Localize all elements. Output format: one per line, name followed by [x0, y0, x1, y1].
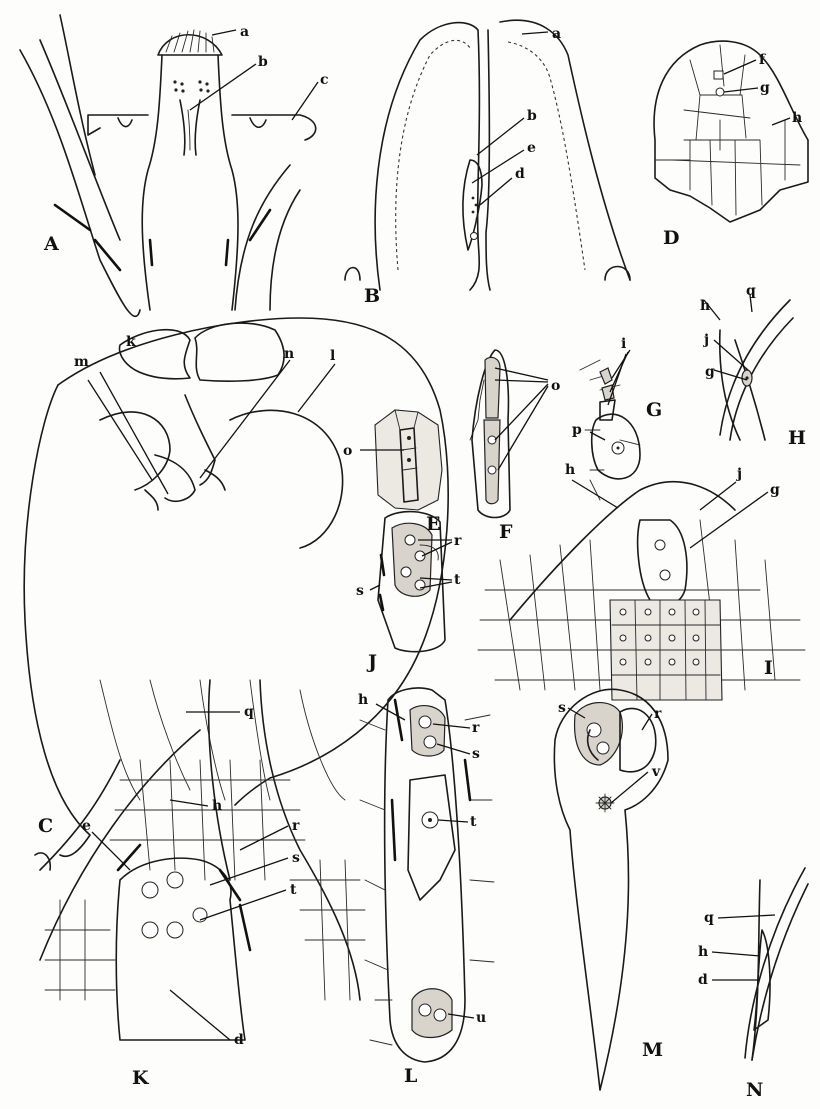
figure-L-label-s: s: [472, 746, 480, 762]
figure-M-letter: M: [642, 1039, 663, 1061]
figure-N-letter: N: [746, 1079, 763, 1101]
figure-J-label-r: r: [454, 533, 462, 549]
figure-L-label-h: h: [358, 692, 368, 708]
figure-A-drawing: [20, 15, 318, 316]
figure-L-label-r: r: [472, 720, 480, 736]
figure-L-drawing: [360, 688, 494, 1062]
figure-E-drawing: [360, 410, 442, 510]
figure-K-label-e: e: [82, 818, 91, 834]
figure-E-label-o: o: [343, 443, 352, 459]
figure-H-letter: H: [788, 427, 806, 449]
figure-B: a b e d B: [345, 20, 630, 307]
figure-K-label-t: t: [290, 882, 297, 898]
figure-L-label-u: u: [476, 1010, 486, 1026]
figure-A-label-b: b: [258, 54, 268, 70]
figure-G-label-i: i: [621, 336, 626, 352]
figure-C-label-m: m: [74, 354, 89, 370]
figure-D-drawing: [654, 41, 808, 222]
figure-J-letter: J: [366, 651, 377, 673]
figure-N-label-q: q: [704, 910, 714, 926]
figure-B-label-b: b: [527, 108, 537, 124]
figure-K-label-r: r: [292, 818, 300, 834]
figure-N-drawing: [712, 868, 808, 1060]
figure-G-letter: G: [646, 399, 662, 421]
figure-N: q h d N: [698, 868, 808, 1101]
figure-A-label-a: a: [240, 24, 249, 40]
figure-H-label-q: q: [746, 283, 756, 299]
figure-B-label-e: e: [527, 140, 536, 156]
figure-M-label-r: r: [654, 706, 662, 722]
figure-K-label-s: s: [292, 850, 300, 866]
figure-C-label-n: n: [284, 346, 294, 362]
figure-A-letter: A: [43, 233, 59, 255]
figure-D-letter: D: [663, 227, 679, 249]
figure-N-label-d: d: [698, 972, 708, 988]
figure-F-drawing: [470, 350, 548, 518]
figure-M-label-s: s: [558, 700, 566, 716]
figure-K-letter: K: [132, 1067, 150, 1089]
figure-E: o E: [343, 410, 442, 535]
figure-B-label-d: d: [515, 166, 525, 182]
figure-L-letter: L: [404, 1065, 417, 1087]
figure-B-label-a: a: [552, 26, 561, 42]
figure-H-label-h: h: [700, 298, 710, 314]
figure-C-label-l: l: [330, 348, 335, 364]
figure-I-letter: I: [764, 657, 773, 679]
figure-B-letter: B: [364, 285, 380, 307]
figure-M-label-v: v: [651, 764, 661, 780]
figure-D-label-g: g: [760, 80, 770, 96]
figure-F-label-o: o: [551, 378, 560, 394]
figure-L-label-t: t: [470, 814, 477, 830]
figure-K-label-d: d: [234, 1032, 244, 1048]
figure-G-drawing: [580, 350, 640, 500]
figure-I: h j g I: [478, 462, 805, 700]
figure-B-drawing: [345, 20, 630, 290]
figure-K-label-q: q: [244, 704, 254, 720]
figure-F-letter: F: [499, 521, 513, 543]
figure-G: i p G: [572, 336, 662, 500]
figure-H: q h j g H: [700, 283, 806, 449]
figure-A: a b c A: [20, 15, 329, 316]
figure-G-label-p: p: [572, 422, 582, 438]
figure-A-label-c: c: [320, 72, 329, 88]
figure-J-label-t: t: [454, 572, 461, 588]
figure-C-label-k: k: [126, 334, 136, 350]
figure-N-label-h: h: [698, 944, 708, 960]
figure-I-label-g: g: [770, 482, 780, 498]
figure-K: q h e r s t d K: [40, 680, 365, 1089]
figure-J-label-s: s: [356, 583, 364, 599]
figure-M: s r v M: [554, 689, 668, 1090]
figure-D: f g h D: [654, 41, 808, 249]
figure-K-label-h: h: [212, 798, 222, 814]
figure-F: o F: [470, 350, 560, 543]
figure-H-drawing: [704, 295, 793, 440]
figure-C-letter: C: [38, 815, 53, 837]
figure-K-drawing: [40, 680, 365, 1040]
figure-I-label-j: j: [735, 466, 742, 482]
figure-D-label-h: h: [792, 110, 802, 126]
figure-H-label-j: j: [702, 332, 709, 348]
figure-M-drawing: [554, 689, 668, 1090]
figure-L: h r s t u L: [358, 688, 494, 1087]
figure-H-label-g: g: [705, 364, 715, 380]
figure-I-drawing: [478, 480, 805, 700]
figure-I-label-h: h: [565, 462, 575, 478]
figure-D-label-f: f: [759, 52, 766, 68]
